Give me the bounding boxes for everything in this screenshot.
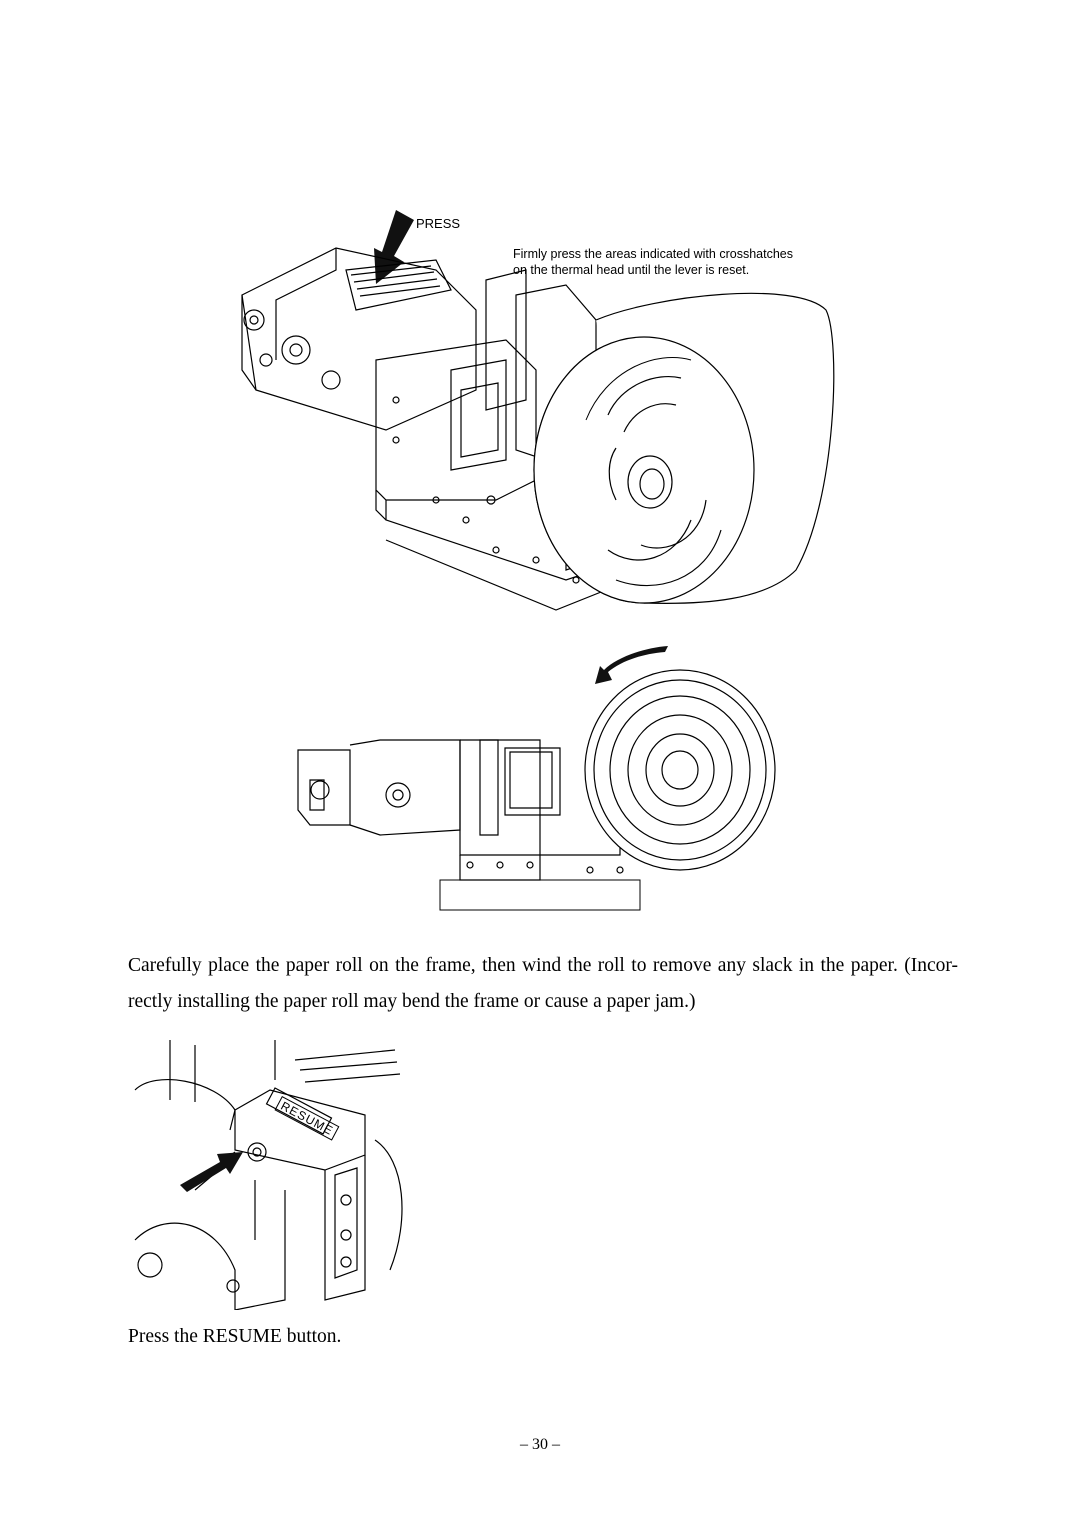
printer-roll-illustration: [236, 210, 846, 620]
paper-roll-side: [585, 670, 775, 870]
press-label: PRESS: [416, 216, 461, 231]
note-line-2: on the thermal head until the lever is r…: [513, 263, 750, 277]
roll-wind-side-view-illustration: [290, 646, 790, 920]
rotation-arrow-icon: [595, 646, 668, 684]
press-arrow-icon: [374, 210, 414, 284]
resume-caption: Press the RESUME button.: [128, 1326, 342, 1347]
page-number: – 30 –: [520, 1436, 560, 1453]
push-arrow-icon: [180, 1152, 243, 1192]
instruction-paragraph: Carefully place the paper roll on the fr…: [128, 955, 958, 1012]
resume-button-illustration: [125, 1040, 415, 1310]
press-instruction-note: Firmly press the areas indicated with cr…: [513, 246, 853, 278]
note-line-1: Firmly press the areas indicated with cr…: [513, 247, 793, 261]
